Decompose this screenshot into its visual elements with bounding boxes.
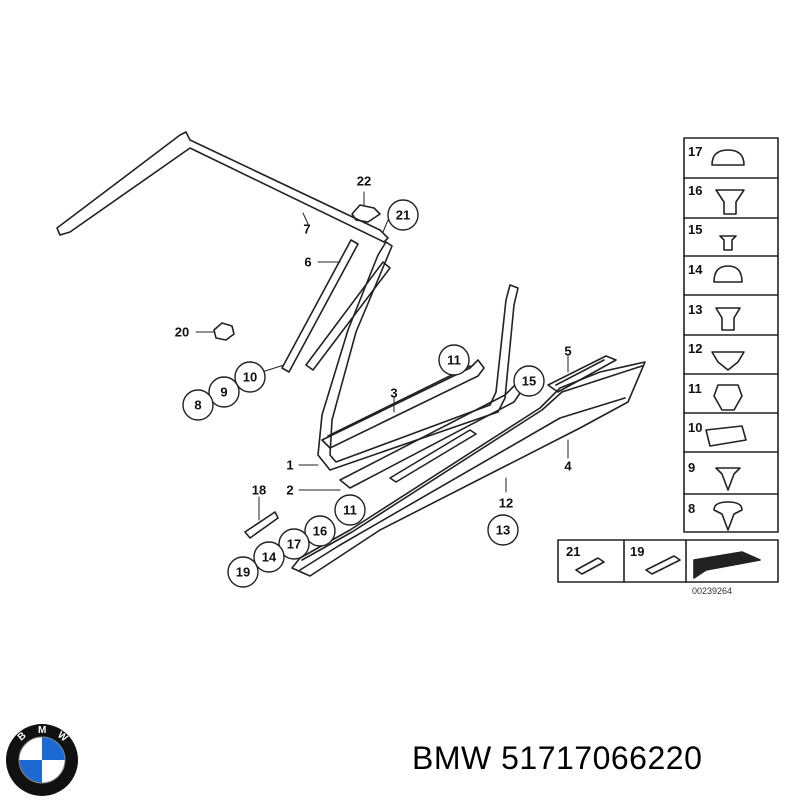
callout-11a-circle	[438, 344, 470, 376]
panel-label-15: 15	[688, 222, 702, 237]
callout-10-circle	[234, 361, 266, 393]
callout-9-circle	[208, 376, 240, 408]
callout-18: 18	[252, 483, 266, 498]
callout-12: 12	[499, 496, 513, 511]
callout-14-circle	[253, 541, 285, 573]
part-20-grommet	[213, 322, 235, 341]
callout-19: 19	[236, 565, 250, 580]
bmw-logo: B M W	[6, 724, 78, 796]
panel-label-11: 11	[688, 381, 702, 396]
panel-label-12: 12	[688, 341, 702, 356]
callout-5: 5	[564, 344, 571, 359]
part-5-clip-strip	[547, 355, 617, 393]
part-1-door-seal	[317, 241, 519, 471]
caption-part-number: 51717066220	[501, 740, 703, 776]
panel-label-9: 9	[688, 460, 695, 475]
callout-22: 22	[357, 174, 371, 189]
callout-10: 10	[243, 370, 257, 385]
part-7-seal	[56, 131, 389, 243]
callout-11b: 11	[343, 503, 357, 518]
callout-1: 1	[286, 458, 293, 473]
callout-15-circle	[513, 365, 545, 397]
fastener-panel	[683, 137, 779, 533]
callout-17: 17	[287, 537, 301, 552]
callout-21-circle	[387, 199, 419, 231]
callout-20: 20	[175, 325, 189, 340]
caption-brand: BMW	[412, 740, 492, 776]
bottom-label-21: 21	[566, 544, 580, 559]
drawing-number: 00239264	[692, 586, 732, 596]
panel-label-13: 13	[688, 302, 702, 317]
part-4-rocker-panel	[291, 361, 646, 577]
callout-4: 4	[564, 459, 572, 474]
callout-8: 8	[194, 398, 201, 413]
part-6-trim	[281, 239, 391, 373]
part-caption: BMW 51717066220	[412, 740, 702, 777]
part-18-trim	[244, 511, 279, 539]
callout-21: 21	[396, 208, 410, 223]
svg-text:M: M	[38, 725, 46, 736]
callout-9: 9	[220, 385, 227, 400]
bottom-label-19: 19	[630, 544, 644, 559]
callout-15: 15	[522, 374, 536, 389]
callout-11b-circle	[334, 494, 366, 526]
callout-7: 7	[303, 222, 310, 237]
part-3-inner-sill	[321, 359, 485, 449]
callout-13: 13	[496, 523, 510, 538]
callout-8-circle	[182, 389, 214, 421]
callout-3: 3	[390, 386, 397, 401]
panel-label-16: 16	[688, 183, 702, 198]
callout-13-circle	[487, 514, 519, 546]
callout-16: 16	[313, 524, 327, 539]
callout-16-circle	[304, 515, 336, 547]
panel-label-14: 14	[688, 262, 703, 277]
callout-11a: 11	[447, 353, 461, 368]
callout-19-circle	[227, 556, 259, 588]
callout-6: 6	[304, 255, 311, 270]
callout-2: 2	[286, 483, 293, 498]
callout-17-circle	[278, 528, 310, 560]
panel-label-17: 17	[688, 144, 702, 159]
panel-label-10: 10	[688, 420, 702, 435]
bottom-panel	[557, 539, 779, 583]
callout-14: 14	[262, 550, 277, 565]
part-22-clip	[351, 204, 381, 223]
panel-label-8: 8	[688, 501, 695, 516]
